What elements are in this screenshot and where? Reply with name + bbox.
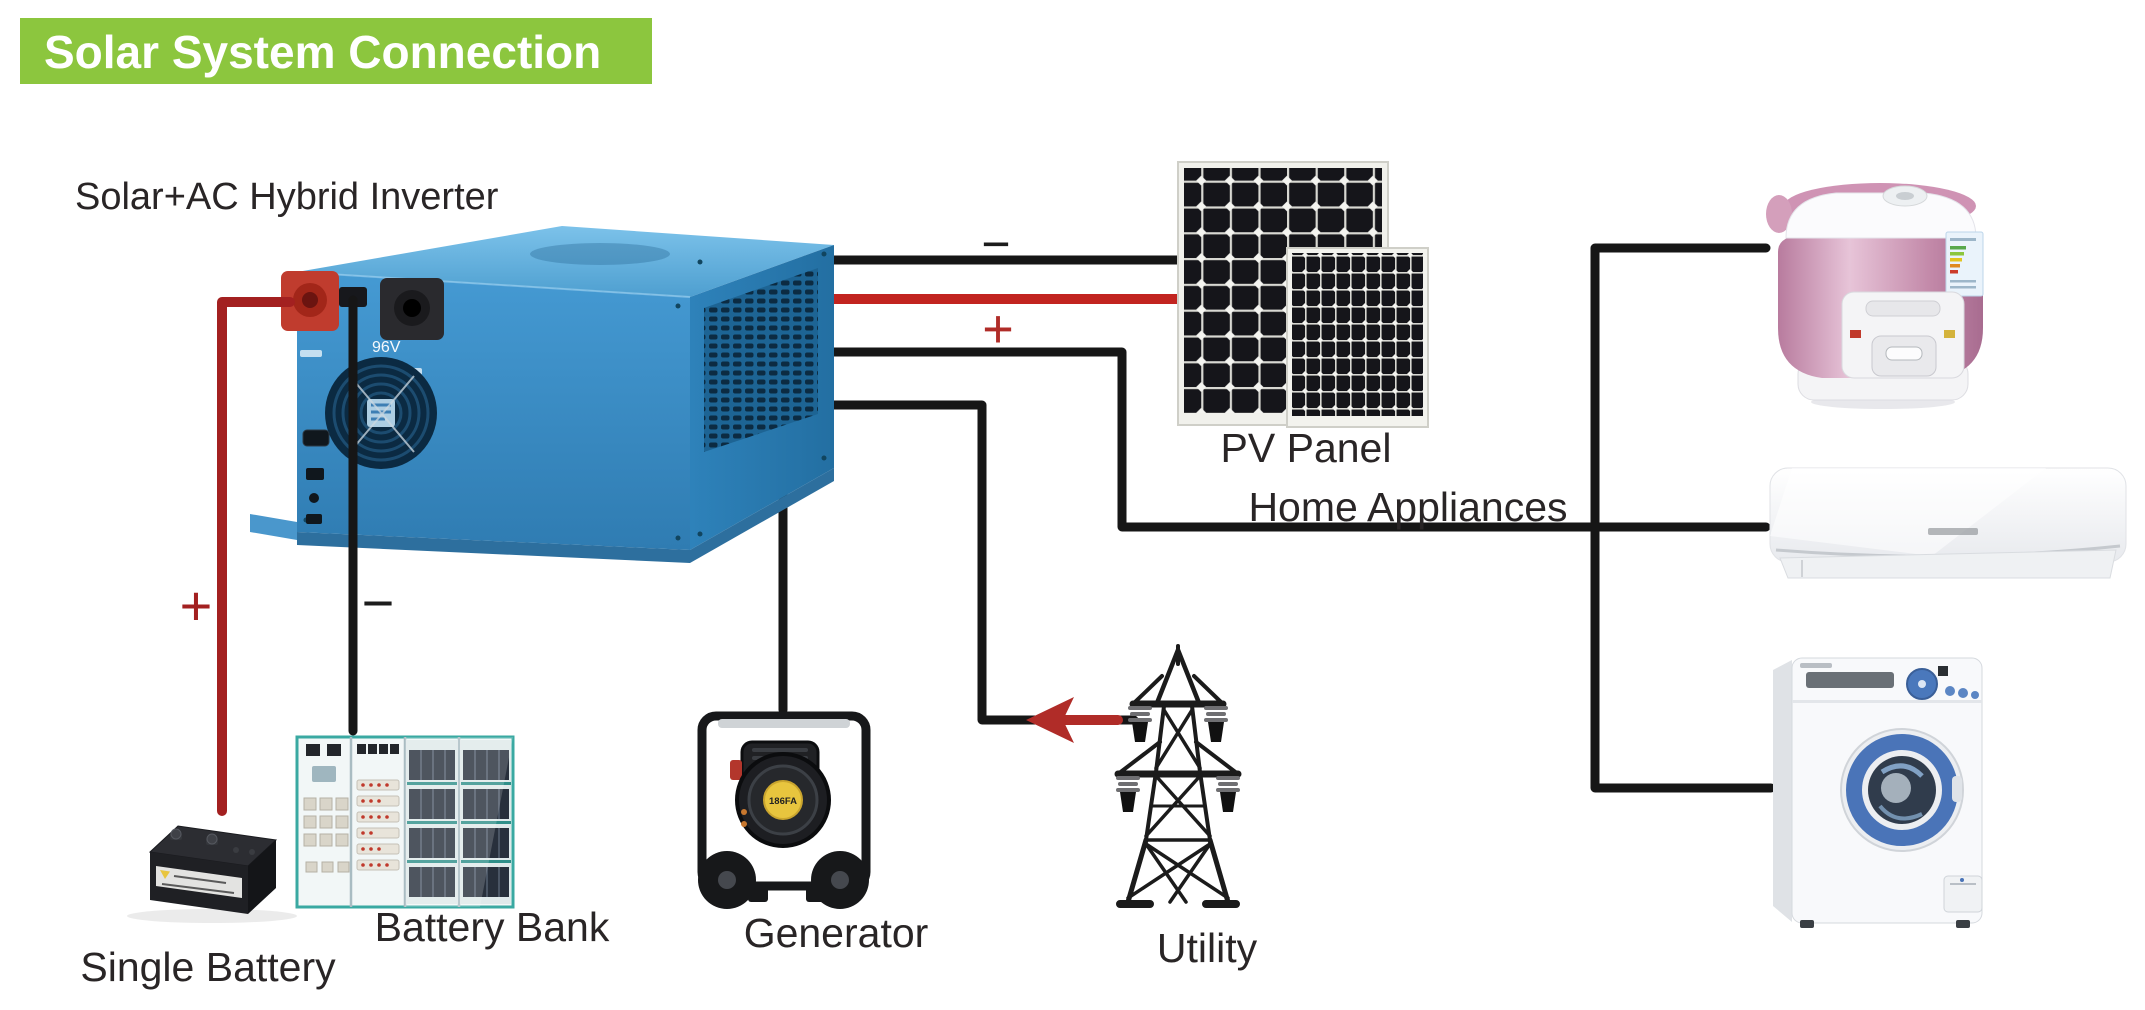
label-utility: Utility [1157, 925, 1258, 971]
title-banner: Solar System Connection [20, 18, 652, 84]
label-battery-bank: Battery Bank [375, 904, 610, 950]
battery-cabinet-icon [295, 735, 515, 909]
washing-machine-icon [1773, 657, 1983, 928]
fan-icon [325, 357, 437, 469]
washer-door [1840, 728, 1964, 852]
utility-tower-icon [1114, 644, 1242, 908]
wires-layer [778, 243, 1776, 793]
polarity-battery-negative: − [362, 571, 395, 634]
generator-icon: 186FA [697, 711, 871, 909]
polarity-pv-positive: + [982, 299, 1014, 359]
positive-terminal [281, 271, 339, 357]
energy-label [1945, 231, 1984, 297]
battery-wires-layer [217, 287, 367, 816]
polarity-pv-negative: − [981, 216, 1010, 272]
cooker-control-panel [1841, 291, 1965, 379]
generator-engine-badge: 186FA [769, 796, 797, 807]
wire-utility-feed [801, 400, 1139, 725]
battery-icon [127, 825, 297, 923]
air-conditioner-icon [1769, 467, 2127, 579]
utility-flow-arrow-icon [1026, 697, 1123, 743]
wire-battery-positive [217, 297, 295, 816]
label-home-appliances: Home Appliances [1248, 484, 1567, 530]
title-banner-bg [20, 18, 652, 84]
wire-appliance-feed [801, 347, 1771, 532]
hybrid-inverter-icon: 96V [250, 226, 834, 563]
page-title: Solar System Connection [44, 26, 601, 78]
washer-control-panel [1800, 663, 1979, 700]
rice-cooker-icon [1766, 183, 1984, 409]
polarity-battery-positive: + [180, 574, 213, 637]
label-generator: Generator [744, 910, 929, 956]
negative-terminal [380, 278, 444, 375]
labels-layer: Solar+AC Hybrid Inverter PV Panel Home A… [75, 176, 1568, 990]
label-inverter: Solar+AC Hybrid Inverter [75, 176, 499, 218]
label-pv-panel: PV Panel [1221, 425, 1392, 471]
inverter-voltage-badge: 96V [372, 339, 401, 356]
wire-appliance-bus [1590, 243, 1776, 793]
pv-panel-icon [1177, 161, 1429, 428]
label-single-battery: Single Battery [80, 944, 336, 990]
